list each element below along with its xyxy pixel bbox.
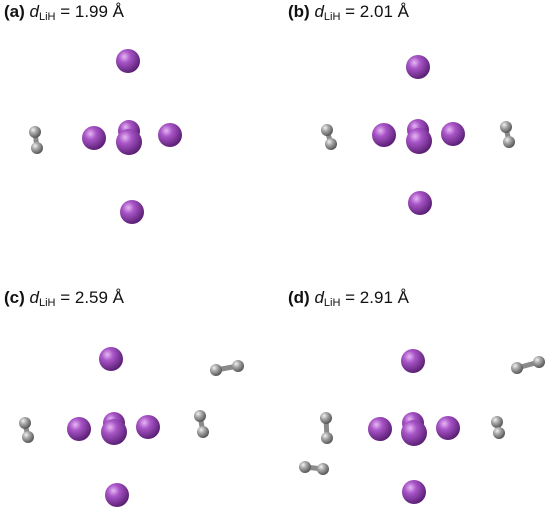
li-atom xyxy=(67,417,91,441)
panel-a-structure xyxy=(29,49,182,224)
panel-b-structure xyxy=(321,55,515,215)
li-atom xyxy=(116,49,140,73)
h-atom xyxy=(22,431,34,443)
h-atom xyxy=(210,364,222,376)
h2-molecule xyxy=(19,417,34,443)
h2-molecule xyxy=(320,412,333,444)
h2-molecule xyxy=(321,124,337,150)
panel-c-structure xyxy=(19,347,244,507)
li-atom xyxy=(116,129,142,155)
h-atom xyxy=(321,432,333,444)
h2-molecule xyxy=(29,126,43,154)
li-atom xyxy=(401,349,425,373)
li-atom xyxy=(105,483,129,507)
h2-molecule xyxy=(194,410,209,438)
h2-molecule xyxy=(210,360,244,376)
li-atom xyxy=(406,128,432,154)
li-atom xyxy=(402,480,426,504)
panel-b-label: (b) dLiH = 2.01 Å xyxy=(288,2,409,23)
h-atom xyxy=(19,417,31,429)
h2-molecule xyxy=(500,121,515,148)
h-atom xyxy=(197,426,209,438)
li-atom xyxy=(99,347,123,371)
li-atom xyxy=(372,123,396,147)
h2-molecule xyxy=(491,416,505,439)
li-atom xyxy=(101,419,127,445)
li-atom xyxy=(368,417,392,441)
h-atom xyxy=(493,427,505,439)
li-atom xyxy=(401,420,427,446)
h-atom xyxy=(503,136,515,148)
h-atom xyxy=(491,416,503,428)
li-atom xyxy=(408,191,432,215)
h-atom xyxy=(317,463,329,475)
panel-c-label: (c) dLiH = 2.59 Å xyxy=(4,288,125,309)
li-atom xyxy=(158,123,182,147)
li-atom xyxy=(136,415,160,439)
h-atom xyxy=(232,360,244,372)
h-atom xyxy=(500,121,512,133)
li-atom xyxy=(120,200,144,224)
panel-a-label: (a) dLiH = 1.99 Å xyxy=(4,2,125,23)
h-atom xyxy=(194,410,206,422)
h2-molecule xyxy=(299,461,329,475)
h-atom xyxy=(533,356,545,368)
panel-d-label: (d) dLiH = 2.91 Å xyxy=(288,288,409,309)
li-atom xyxy=(441,122,465,146)
h-atom xyxy=(321,124,333,136)
h-atom xyxy=(29,126,41,138)
h-atom xyxy=(325,138,337,150)
h-atom xyxy=(511,362,523,374)
li-atom xyxy=(436,416,460,440)
h-atom xyxy=(299,461,311,473)
li-atom xyxy=(82,126,106,150)
h-atom xyxy=(320,412,332,424)
li-atom xyxy=(406,55,430,79)
panel-d-structure xyxy=(299,349,545,504)
h2-molecule xyxy=(511,356,545,374)
h-atom xyxy=(31,142,43,154)
